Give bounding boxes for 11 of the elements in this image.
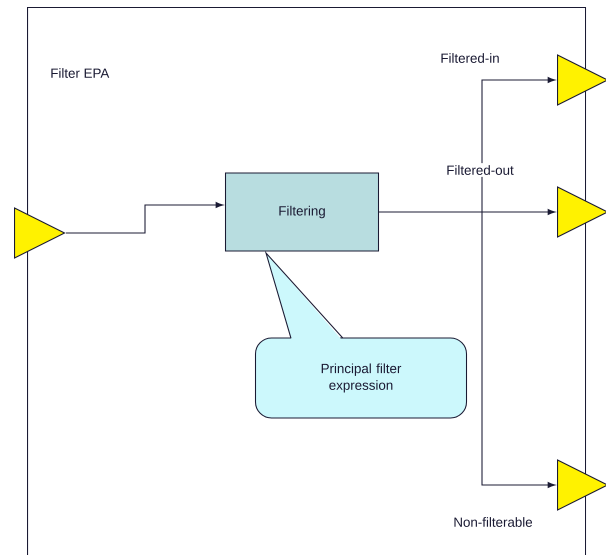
frame-title: Filter EPA [51,68,110,78]
arrow [379,211,556,488]
port-triangle [557,459,606,511]
port-label: Filtered-in [438,51,502,65]
callout-bubble: Principal filter expression [254,250,468,419]
process-box: Filtering [224,172,380,252]
arrow [66,202,224,234]
port-label: Non-filterable [451,515,535,529]
port-label: Filtered-out [444,163,516,177]
port-triangle [557,186,606,238]
port-triangle [557,54,606,106]
